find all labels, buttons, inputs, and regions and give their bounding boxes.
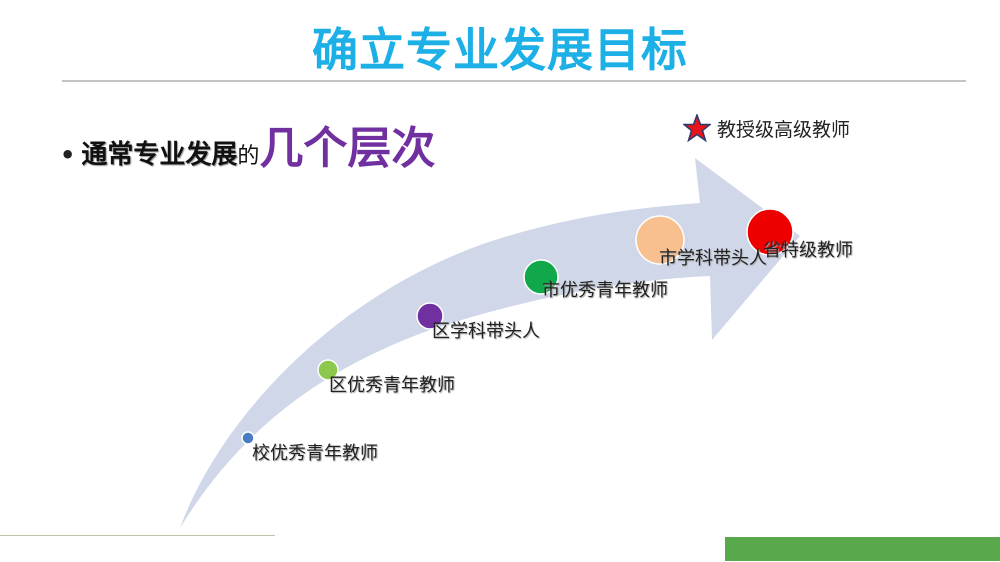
star-icon — [683, 114, 711, 142]
bullet-dot: • — [60, 141, 76, 169]
growth-arrow — [180, 158, 800, 528]
slide-title: 确立专业发展目标 — [312, 23, 688, 77]
bullet-text-highlight: 几个层次 — [259, 123, 436, 174]
level-marker-3 — [416, 302, 444, 330]
footer-accent-bar — [725, 537, 1000, 561]
level-marker-5 — [635, 215, 685, 265]
level-label-6: 省特级教师 — [763, 240, 853, 261]
level-label-3: 区学科带头人 — [432, 321, 540, 342]
legend-top-level: 教授级高级教师 — [683, 114, 850, 142]
bullet-text-particle: 的 — [237, 144, 260, 169]
level-label-1: 校优秀青年教师 — [252, 443, 378, 464]
level-marker-6 — [746, 208, 794, 256]
level-label-2: 区优秀青年教师 — [329, 375, 455, 396]
footer-line — [0, 535, 275, 536]
level-marker-4 — [523, 259, 559, 295]
level-marker-2 — [317, 359, 339, 381]
legend-label: 教授级高级教师 — [717, 118, 851, 141]
level-label-4: 市优秀青年教师 — [542, 280, 668, 301]
level-marker-1 — [241, 431, 255, 445]
bullet-point: • 通常专业发展 的 几个层次 — [60, 112, 435, 176]
title-divider — [62, 80, 966, 82]
level-label-5: 市学科带头人 — [659, 248, 767, 269]
bullet-text-main: 通常专业发展 — [81, 140, 238, 170]
